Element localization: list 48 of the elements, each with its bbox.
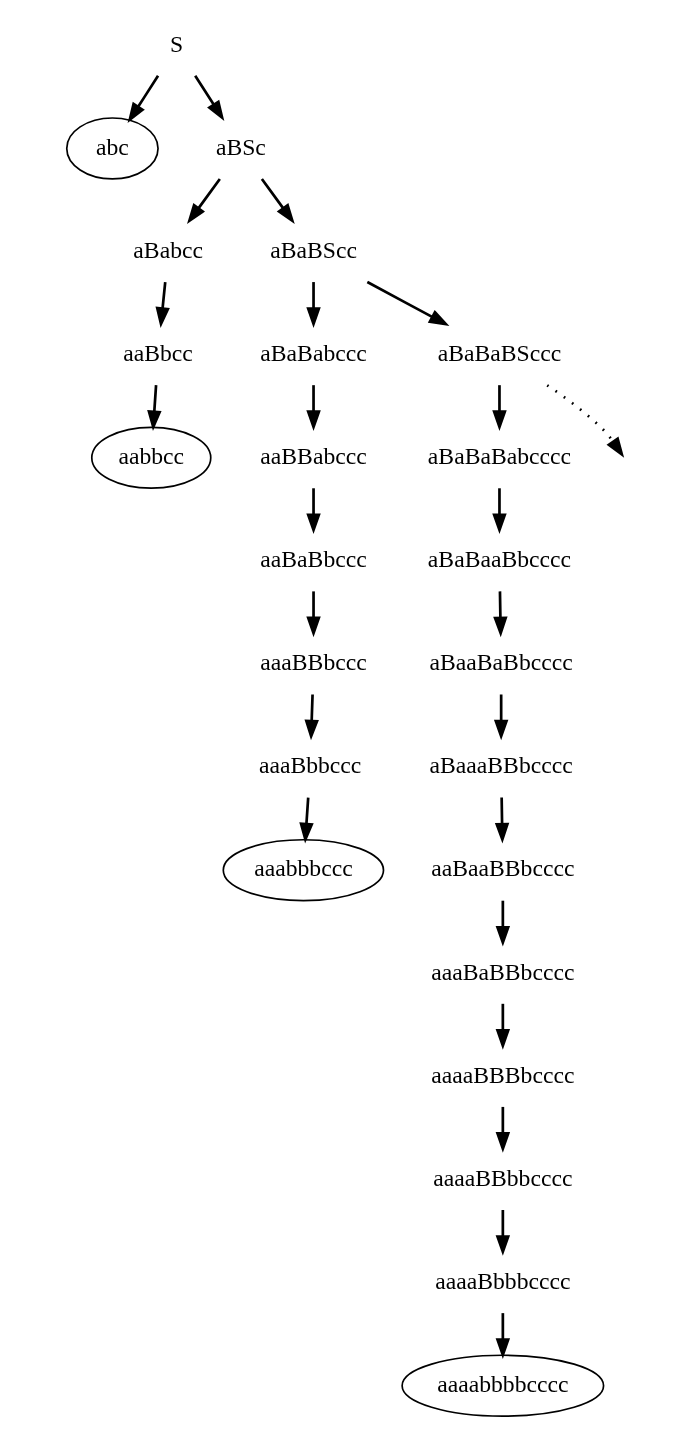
node-text: aBaBaBabcccc [427,442,572,469]
arrow [194,75,225,122]
arrow [495,1210,511,1256]
node-text: aBaBScc [270,236,357,263]
node-text: aaaaBBbbcccc [433,1164,573,1191]
arrow [306,282,321,328]
node-ellipse: aabbcc [90,426,212,489]
arrow [304,694,319,741]
arrow [147,385,162,431]
arrow [495,1003,511,1050]
arrow [366,280,450,327]
node-ellipse: abc [65,117,159,180]
node-text: aaBaaBBbcccc [431,855,575,882]
arrow [306,591,321,638]
arrow [495,1106,511,1153]
node-text: aaaBaBBbcccc [431,958,575,985]
arrow [306,488,321,535]
node-text: S [170,30,184,57]
arrow [155,281,170,328]
node-text: aaBBabccc [260,442,367,469]
arrow [299,797,314,844]
node-text: aaBaBbccc [260,546,367,573]
arrow [495,1313,511,1359]
arrow [492,488,507,535]
node-text: aBaaaBBbcccc [429,752,573,779]
arrow [493,591,508,638]
arrow [187,178,221,224]
node-text: aaaBBbccc [260,649,367,676]
arrow [306,385,321,431]
arrow [546,384,625,458]
node-text: aaaaBbbbcccc [435,1267,571,1294]
arrow [494,797,510,844]
node-text: aaaBbbccc [258,752,362,779]
arrow [260,178,295,224]
node-ellipse: aaabbbccc [222,838,385,902]
arrow [127,75,160,124]
arrow [495,900,511,947]
node-text: aBaBaaBbcccc [427,546,572,573]
node-text: aaaaBBBbcccc [431,1061,575,1088]
node-text: aBabcc [133,236,203,263]
node-text: aBaaBaBbcccc [429,649,573,676]
node-ellipse: aaaabbbbcccc [401,1354,605,1417]
node-text: aBaBabccc [260,339,367,366]
arrow [492,385,507,431]
node-text: aaBbcc [123,339,193,366]
node-text: aBSc [215,133,266,160]
node-text: aBaBaBSccc [437,339,562,366]
arrow [493,694,509,741]
